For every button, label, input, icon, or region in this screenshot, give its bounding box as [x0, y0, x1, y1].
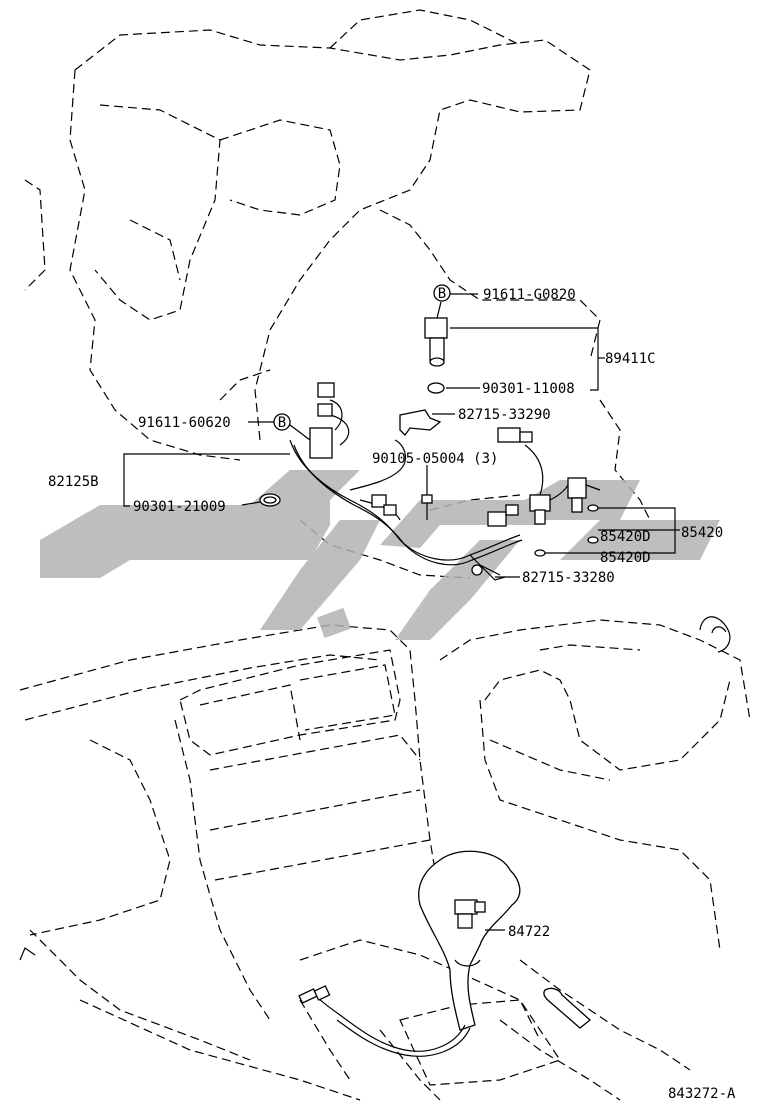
label-89411c: 89411C — [605, 351, 656, 367]
connector-b — [317, 403, 333, 417]
label-90301-21009: 90301-21009 — [133, 499, 226, 515]
connector-a — [317, 382, 335, 398]
label-85420d-1: 85420D — [600, 529, 651, 545]
marker-b-1: B — [433, 284, 451, 302]
leader-lines — [123, 293, 680, 931]
sensor-89411c-drawing — [424, 317, 448, 394]
connector-c — [371, 494, 387, 508]
label-82715-33290: 82715-33290 — [458, 407, 551, 423]
label-82715-33280: 82715-33280 — [522, 570, 615, 586]
console-outline — [19, 616, 751, 1101]
label-90105-05004: 90105-05004 (3) — [372, 451, 498, 467]
wire-harness — [289, 382, 523, 581]
sensor-body — [309, 427, 333, 459]
label-85420d-2: 85420D — [600, 550, 651, 566]
marker-b-1-text: B — [438, 286, 446, 302]
shift-lever-drawing — [298, 850, 592, 1057]
sensor-85420-drawing — [487, 427, 601, 557]
label-91611-g0820: 91611-G0820 — [483, 287, 576, 303]
label-84722: 84722 — [508, 924, 550, 940]
marker-b-2: B — [273, 413, 291, 431]
label-85420: 85420 — [681, 525, 723, 541]
label-91611-60620: 91611-60620 — [138, 415, 231, 431]
marker-b-2-text: B — [278, 415, 286, 431]
label-90301-11008: 90301-11008 — [482, 381, 575, 397]
engine-outline — [24, 9, 651, 579]
diagram-reference-code: 843272-A — [668, 1086, 736, 1102]
oring-90301-21009-drawing — [259, 493, 281, 507]
label-82125b: 82125B — [48, 474, 99, 490]
connector-d — [383, 504, 397, 516]
bracket-82715-33290-drawing — [399, 409, 442, 437]
